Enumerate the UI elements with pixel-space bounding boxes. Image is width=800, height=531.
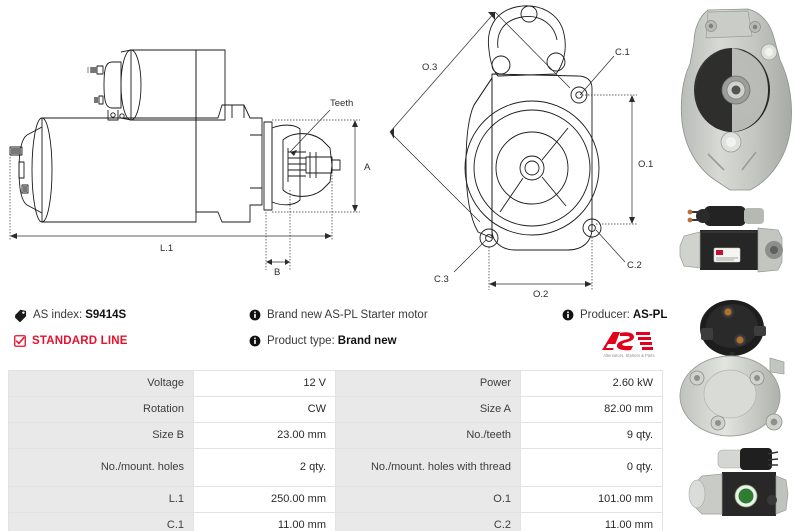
dim-a-label: A bbox=[364, 162, 371, 173]
table-row: C.1 11.00 mm C.2 11.00 mm bbox=[8, 512, 663, 531]
dim-l1-label: L.1 bbox=[160, 243, 173, 254]
info-circle-icon bbox=[562, 309, 574, 321]
spec-value: 11.00 mm bbox=[520, 512, 663, 531]
spec-value: 9 qty. bbox=[520, 422, 663, 449]
spec-value: 0 qty. bbox=[520, 448, 663, 487]
checkbox-checked-icon bbox=[14, 335, 26, 347]
dim-o2-label: O.2 bbox=[533, 289, 548, 300]
starter-side-view-drawing: A Teeth L.1 bbox=[9, 49, 371, 278]
info-circle-icon bbox=[249, 335, 261, 347]
info-circle-icon bbox=[249, 309, 261, 321]
technical-drawings: A Teeth L.1 bbox=[0, 0, 670, 300]
table-row: L.1 250.00 mm O.1 101.00 mm bbox=[8, 486, 663, 513]
as-index-value: S9414S bbox=[85, 309, 127, 321]
product-photo-side-1[interactable] bbox=[670, 198, 800, 290]
dim-o1-label: O.1 bbox=[638, 159, 653, 170]
spec-key: O.1 bbox=[335, 486, 521, 513]
table-row: Rotation CW Size A 82.00 mm bbox=[8, 396, 663, 423]
product-photo-column bbox=[670, 0, 800, 531]
dim-b-label: B bbox=[274, 267, 280, 278]
spec-key: Size B bbox=[8, 422, 194, 449]
info-column-index: AS index: S9414S STANDARD LINE bbox=[14, 302, 244, 354]
table-row: No./mount. holes 2 qty. No./mount. holes… bbox=[8, 448, 663, 487]
product-photo-front[interactable] bbox=[670, 2, 800, 198]
dim-c1-label: C.1 bbox=[615, 47, 630, 58]
as-index-line: AS index: S9414S bbox=[14, 302, 244, 328]
spec-value: 12 V bbox=[193, 370, 336, 397]
spec-key: L.1 bbox=[8, 486, 194, 513]
spec-key: C.1 bbox=[8, 512, 194, 531]
product-type-label: Product type: bbox=[267, 335, 335, 347]
spec-value: 23.00 mm bbox=[193, 422, 336, 449]
producer-label: Producer: bbox=[580, 309, 630, 321]
tag-icon bbox=[14, 309, 27, 322]
description-line: Brand new AS-PL Starter motor bbox=[249, 302, 549, 328]
spec-value: CW bbox=[193, 396, 336, 423]
spec-value: 250.00 mm bbox=[193, 486, 336, 513]
dim-c3-label: C.3 bbox=[434, 274, 449, 285]
standard-line-label: STANDARD LINE bbox=[32, 335, 128, 347]
product-photo-side-2[interactable] bbox=[670, 442, 800, 531]
spec-key: Rotation bbox=[8, 396, 194, 423]
as-pl-logo-mark bbox=[602, 332, 653, 351]
dim-c2-label: C.2 bbox=[627, 260, 642, 271]
info-column-producer: Producer: AS-PL bbox=[562, 302, 670, 328]
product-type-value: Brand new bbox=[337, 335, 397, 347]
spec-key: No./mount. holes bbox=[8, 448, 194, 487]
teeth-label: Teeth bbox=[330, 98, 353, 109]
specification-table: Voltage 12 V Power 2.60 kW Rotation CW S… bbox=[8, 370, 663, 531]
product-photo-rear[interactable] bbox=[670, 292, 800, 440]
product-info-block: AS index: S9414S STANDARD LINE bbox=[0, 302, 670, 366]
spec-key: C.2 bbox=[335, 512, 521, 531]
dim-o3-label: O.3 bbox=[422, 62, 437, 73]
producer-value: AS-PL bbox=[632, 309, 668, 321]
spec-value: 101.00 mm bbox=[520, 486, 663, 513]
spec-key: No./teeth bbox=[335, 422, 521, 449]
spec-key: Voltage bbox=[8, 370, 194, 397]
product-description: Brand new AS-PL Starter motor bbox=[267, 309, 428, 321]
spec-key: Power bbox=[335, 370, 521, 397]
table-row: Size B 23.00 mm No./teeth 9 qty. bbox=[8, 422, 663, 449]
as-pl-logo: Alternators, Starters & Parts bbox=[588, 330, 670, 364]
as-pl-logo-tagline: Alternators, Starters & Parts bbox=[603, 352, 655, 359]
info-column-description: Brand new AS-PL Starter motor Product ty… bbox=[249, 302, 549, 354]
product-type-line: Product type: Brand new bbox=[249, 328, 549, 354]
spec-key: Size A bbox=[335, 396, 521, 423]
starter-front-view-drawing: O.3 C.1 O.1 C.2 bbox=[389, 5, 653, 300]
standard-line-badge: STANDARD LINE bbox=[14, 328, 244, 354]
spec-value: 11.00 mm bbox=[193, 512, 336, 531]
producer-line: Producer: AS-PL bbox=[562, 302, 670, 328]
table-row: Voltage 12 V Power 2.60 kW bbox=[8, 370, 663, 397]
spec-value: 2 qty. bbox=[193, 448, 336, 487]
spec-key: No./mount. holes with thread bbox=[335, 448, 521, 487]
as-index-label: AS index: bbox=[33, 309, 83, 321]
spec-value: 82.00 mm bbox=[520, 396, 663, 423]
spec-value: 2.60 kW bbox=[520, 370, 663, 397]
